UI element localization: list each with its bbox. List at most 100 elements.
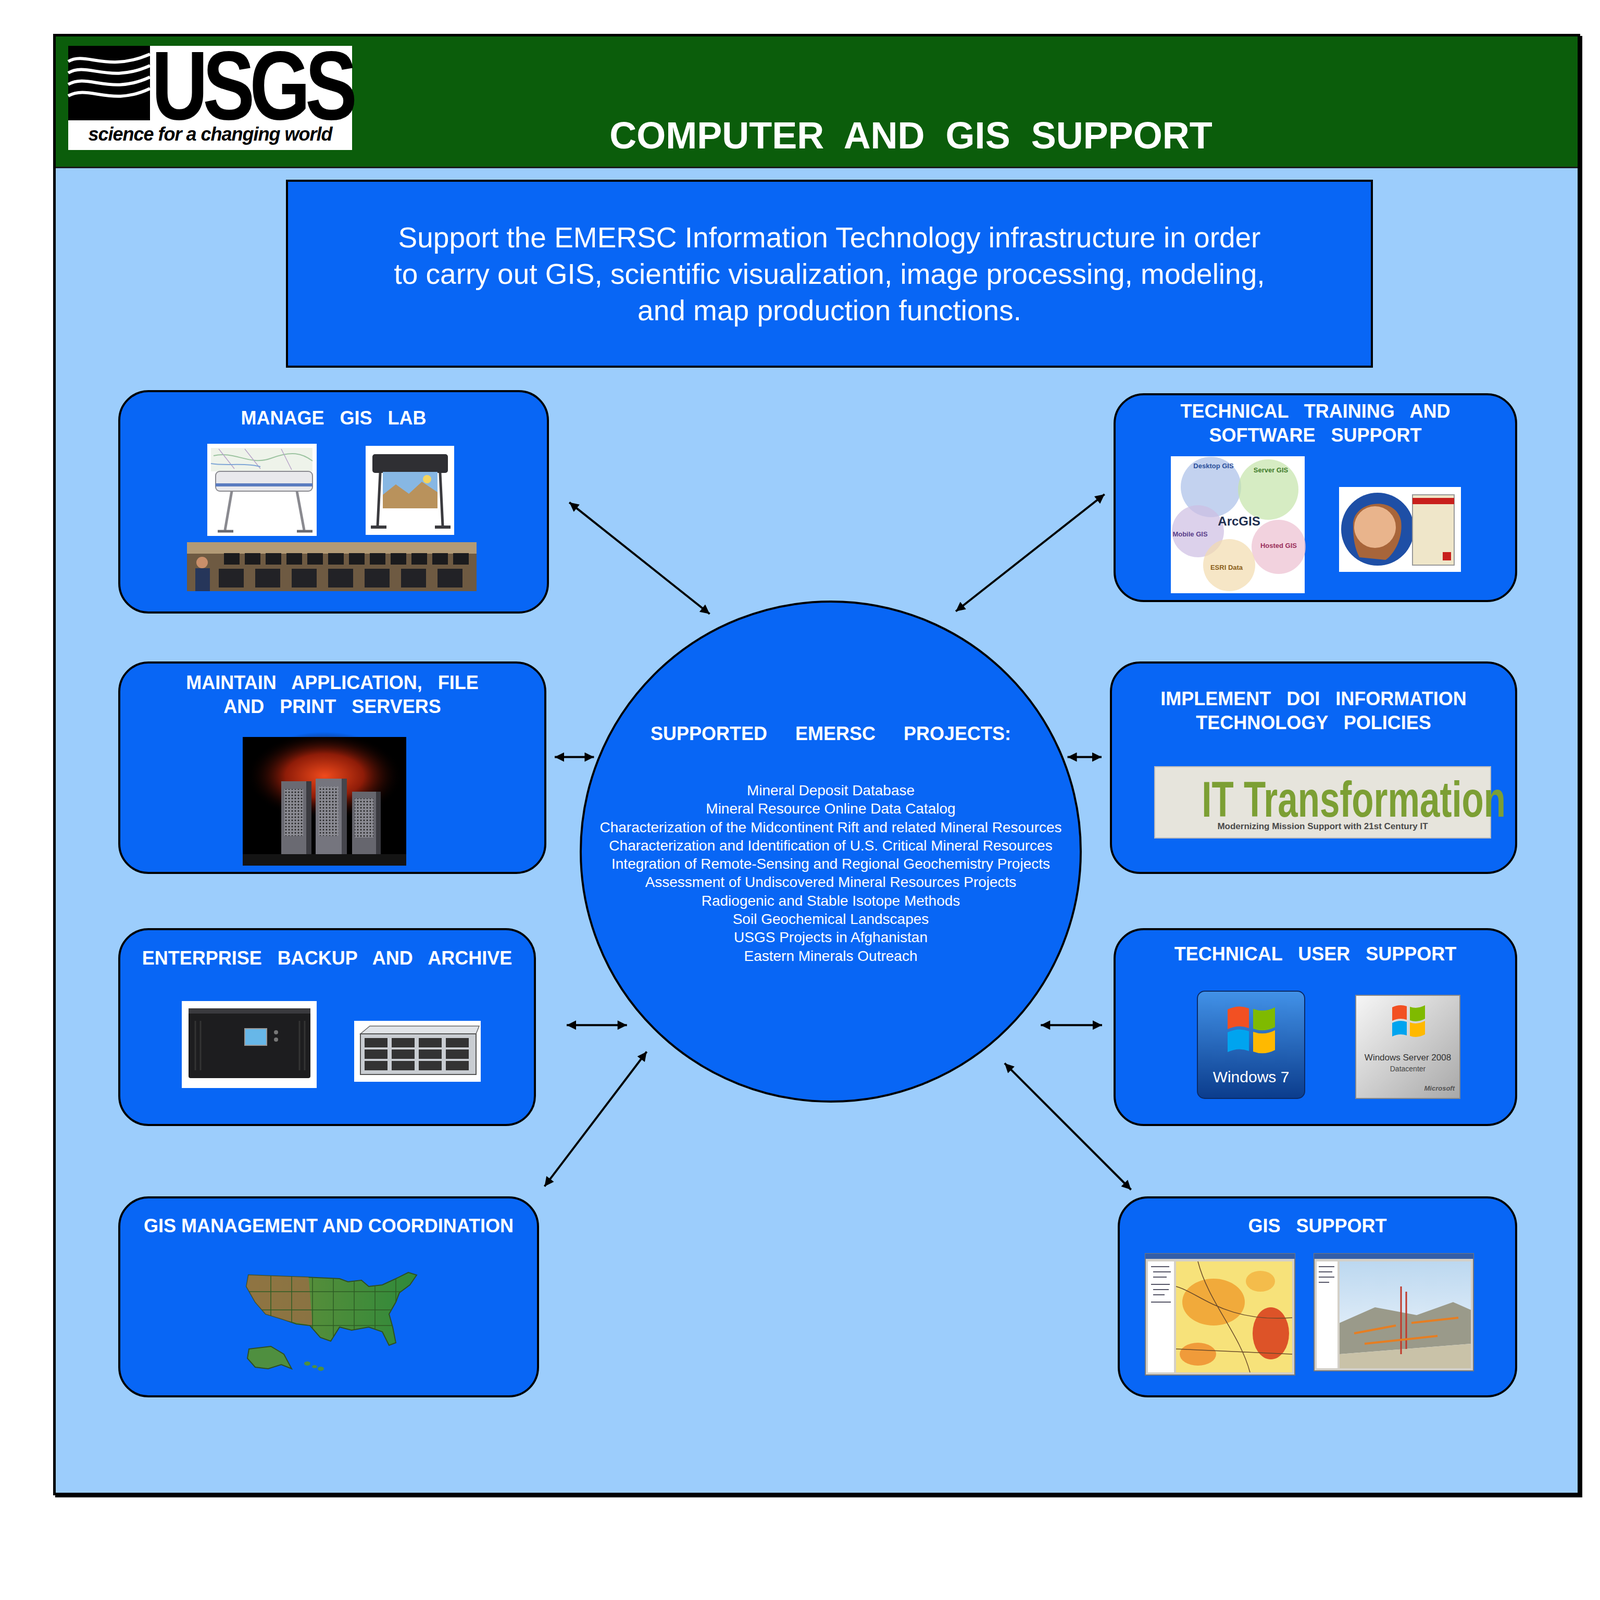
computer-lab-photo bbox=[291, 568, 317, 588]
nas-photo bbox=[445, 1060, 469, 1071]
connector-arrow bbox=[544, 1051, 647, 1187]
label-slot: ArcGIS bbox=[1213, 513, 1266, 530]
computer-lab-photo bbox=[307, 553, 323, 565]
function-box: GIS MANAGEMENT AND COORDINATION bbox=[118, 1196, 540, 1398]
nas-photo bbox=[360, 1033, 477, 1075]
nas-photo bbox=[364, 1060, 388, 1071]
printer-photo bbox=[372, 454, 448, 473]
adobe-illustrator-box bbox=[1412, 497, 1455, 505]
computer-lab-photo bbox=[186, 542, 477, 592]
connector-arrow bbox=[554, 756, 594, 759]
box-heading: GIS SUPPORT bbox=[1128, 1214, 1507, 1239]
windows7-logo bbox=[1253, 1007, 1275, 1031]
gis-screenshot-3d bbox=[1339, 1302, 1471, 1355]
logo-text: Datacenter bbox=[1355, 1064, 1460, 1074]
us-map bbox=[244, 1270, 417, 1349]
arcgis-venn bbox=[1238, 459, 1299, 520]
tape-library-photo bbox=[273, 1030, 279, 1035]
tape-library-photo bbox=[195, 1020, 305, 1071]
printer-photo bbox=[377, 472, 443, 527]
gis-screenshot-map bbox=[1145, 1253, 1295, 1259]
server-photo bbox=[352, 791, 377, 855]
nas-photo bbox=[445, 1038, 469, 1048]
windows-server-box bbox=[1409, 1020, 1425, 1037]
nas-photo bbox=[354, 1020, 481, 1082]
function-box: TECHNICAL TRAINING AND SOFTWARE SUPPORT bbox=[1113, 393, 1518, 603]
gis-screenshot-map bbox=[1145, 1253, 1295, 1375]
usgs-logo bbox=[68, 45, 150, 121]
nas-photo bbox=[418, 1049, 442, 1059]
title-slot: COMPUTER AND GIS SUPPORT bbox=[420, 114, 1402, 157]
adobe-illustrator-box bbox=[1412, 494, 1455, 566]
gis-screenshot-map bbox=[1176, 1261, 1293, 1373]
printer-photo bbox=[365, 445, 455, 535]
gis-screenshot-map bbox=[1182, 1278, 1245, 1326]
plotter-photo bbox=[215, 483, 313, 487]
box-heading: TECHNICAL USER SUPPORT bbox=[1123, 942, 1507, 967]
venn-label: Hosted GIS bbox=[1252, 541, 1305, 550]
usgs-logo bbox=[68, 65, 150, 74]
gis-screenshot-3d bbox=[1318, 1266, 1335, 1283]
us-map bbox=[244, 1270, 417, 1349]
printer-photo bbox=[365, 445, 455, 535]
usgs-logo bbox=[68, 88, 150, 97]
us-map bbox=[246, 1272, 417, 1346]
project-item: Integration of Remote-Sensing and Region… bbox=[611, 854, 1050, 873]
server-photo bbox=[352, 791, 381, 855]
box-heading: MANAGE GIS LAB bbox=[128, 406, 539, 431]
us-map bbox=[244, 1270, 313, 1326]
circle-heading: SUPPORTED EMERSC PROJECTS: bbox=[650, 723, 1011, 745]
plotter-photo bbox=[207, 443, 317, 536]
tape-library-photo bbox=[181, 1001, 317, 1089]
plotter-photo bbox=[210, 463, 261, 467]
adobe-illustrator-box bbox=[1442, 552, 1452, 561]
function-box: MAINTAIN APPLICATION, FILE AND PRINT SER… bbox=[118, 661, 547, 874]
connector-arrow bbox=[566, 1023, 628, 1027]
server-photo bbox=[242, 854, 407, 866]
tape-library-photo bbox=[273, 1037, 279, 1042]
gis-screenshot-3d bbox=[1339, 1261, 1471, 1369]
us-map bbox=[304, 1361, 311, 1366]
function-box: TECHNICAL USER SUPPORT bbox=[1113, 928, 1518, 1127]
us-map bbox=[244, 1270, 417, 1371]
box-heading: IMPLEMENT DOI INFORMATION TECHNOLOGY POL… bbox=[1131, 686, 1496, 735]
arcgis-venn bbox=[1170, 456, 1305, 594]
venn-title: ArcGIS bbox=[1213, 513, 1266, 530]
computer-lab-photo bbox=[328, 553, 344, 565]
gis-screenshot-map bbox=[1252, 1307, 1290, 1360]
venn-label: Mobile GIS bbox=[1169, 530, 1211, 539]
project-item: USGS Projects in Afghanistan bbox=[733, 928, 928, 947]
server-photo bbox=[315, 778, 342, 855]
tape-library-photo bbox=[181, 1001, 317, 1089]
nas-photo bbox=[418, 1060, 442, 1071]
connector-arrow bbox=[1004, 1063, 1132, 1190]
venn-label: Server GIS bbox=[1244, 466, 1297, 475]
mission-text: Support the EMERSC Information Technolog… bbox=[382, 219, 1277, 329]
it-transformation-banner bbox=[1154, 766, 1491, 839]
project-item: Mineral Resource Online Data Catalog bbox=[705, 799, 956, 818]
tape-library-photo bbox=[244, 1028, 267, 1046]
nas-photo bbox=[354, 1020, 481, 1082]
computer-lab-photo bbox=[453, 553, 469, 565]
computer-lab-photo bbox=[328, 568, 354, 588]
project-item: Soil Geochemical Landscapes bbox=[732, 909, 930, 929]
nas-photo bbox=[445, 1049, 469, 1059]
gis-screenshot-3d bbox=[1339, 1343, 1471, 1369]
connector-arrow bbox=[1040, 1023, 1103, 1027]
computer-lab-photo bbox=[186, 542, 477, 592]
venn-label: ESRI Data bbox=[1200, 563, 1253, 572]
arcgis-venn bbox=[1180, 456, 1242, 518]
us-map bbox=[247, 1346, 292, 1369]
label-slot: ESRI Data bbox=[1200, 563, 1253, 572]
nas-photo bbox=[360, 1026, 480, 1034]
plotter-photo bbox=[217, 530, 313, 533]
label-slot: Microsoft bbox=[1355, 1084, 1455, 1093]
label-slot: Datacenter bbox=[1355, 1064, 1460, 1074]
function-box: GIS SUPPORT bbox=[1117, 1196, 1518, 1398]
nas-photo bbox=[391, 1038, 415, 1048]
gis-screenshot-3d bbox=[1314, 1253, 1474, 1371]
computer-lab-photo bbox=[195, 568, 210, 592]
windows-server-box bbox=[1392, 1005, 1407, 1021]
mission-box: Support the EMERSC Information Technolog… bbox=[285, 179, 1373, 368]
computer-lab-photo bbox=[186, 542, 477, 554]
